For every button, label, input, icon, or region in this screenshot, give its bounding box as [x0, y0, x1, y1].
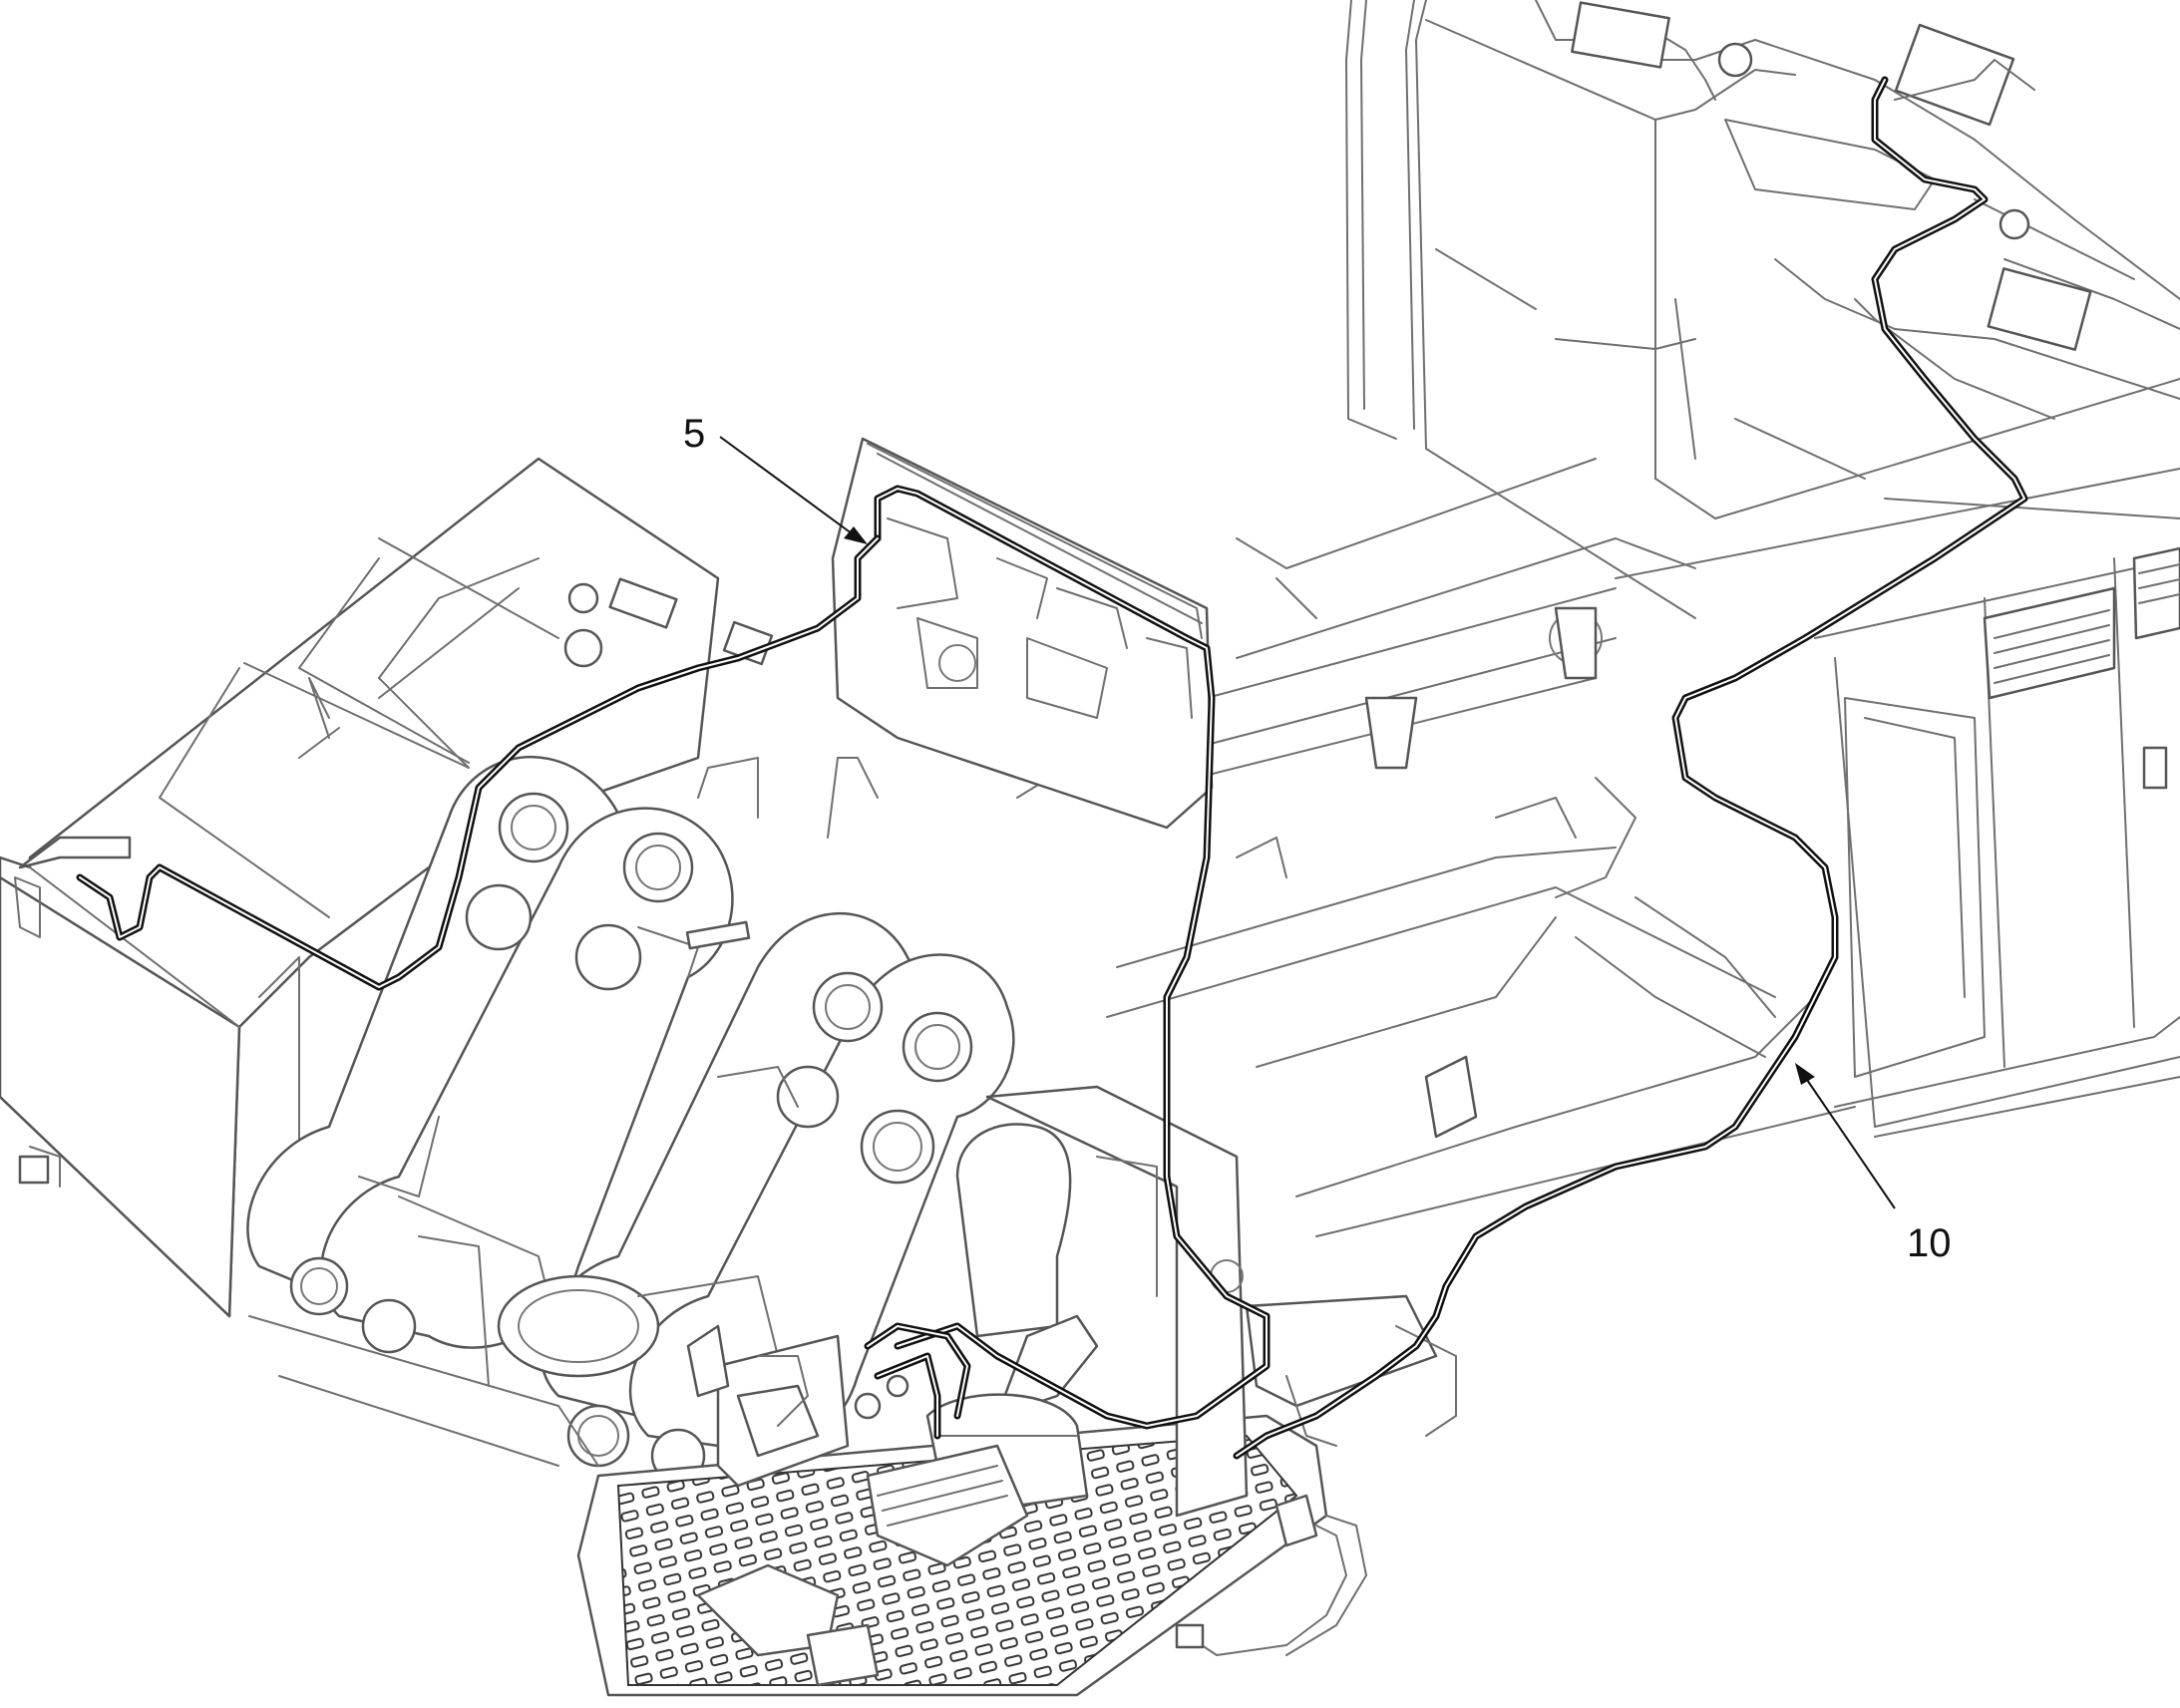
callout-10: 10	[1795, 1063, 1952, 1265]
front-frame	[248, 1196, 779, 1467]
bulkhead-panel	[827, 437, 1214, 839]
callout-label-10: 10	[1907, 1221, 1952, 1265]
hose-item-10	[1233, 76, 2028, 1460]
left-cover-box	[0, 457, 774, 1318]
operator-station	[576, 1085, 1457, 1697]
callout-5: 5	[683, 412, 868, 544]
engine-hood-panels	[1615, 468, 2180, 1138]
callout-label-5: 5	[683, 412, 705, 456]
hose-item-5	[76, 485, 1271, 1430]
cab-enclosure	[1345, 0, 2180, 619]
hydraulic-hoses	[76, 76, 2028, 1460]
loader-arms	[246, 756, 1015, 1484]
main-frame-rails	[1016, 458, 1856, 1237]
